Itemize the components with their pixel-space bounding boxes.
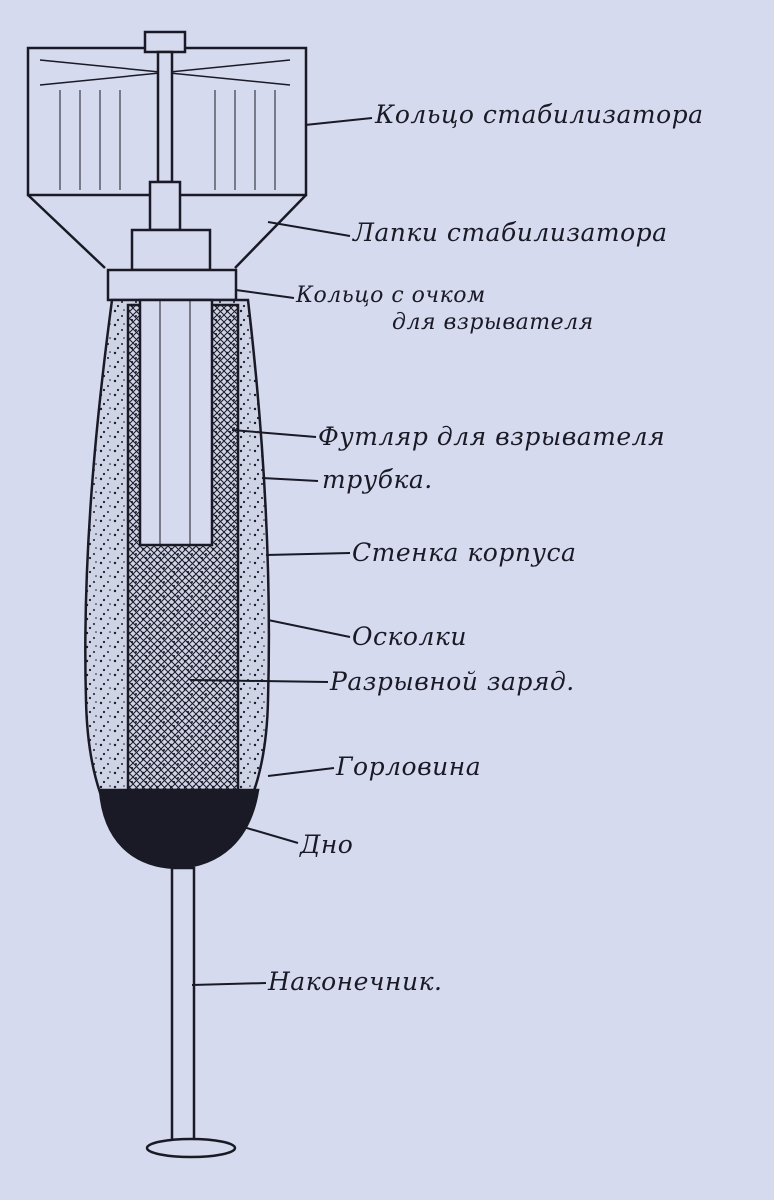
stabilizer-shaft: [130, 30, 212, 272]
label-bottom: Дно: [300, 830, 354, 859]
label-bursting-charge: Разрывной заряд.: [330, 667, 575, 696]
label-tube: трубка.: [322, 465, 433, 494]
label-neck: Горловина: [336, 752, 482, 781]
label-eye-ring-1: Кольцо с очком: [296, 283, 486, 308]
fuze-case: [138, 298, 214, 547]
label-fragments: Осколки: [352, 622, 467, 651]
leader-lines: [189, 117, 373, 986]
label-fuze-case: Футляр для взрывателя: [318, 422, 666, 451]
label-eye-ring-2: для взрывателя: [392, 310, 594, 335]
stabilizer-legs: [27, 194, 307, 269]
tip: [145, 866, 237, 1159]
bottom: [98, 788, 260, 870]
label-body-wall: Стенка корпуса: [352, 538, 577, 567]
label-stabilizer-legs: Лапки стабилизатора: [353, 218, 668, 247]
eye-ring: [106, 268, 238, 302]
label-stabilizer-ring: Кольцо стабилизатора: [375, 100, 704, 129]
label-tip: Наконечник.: [268, 967, 443, 996]
